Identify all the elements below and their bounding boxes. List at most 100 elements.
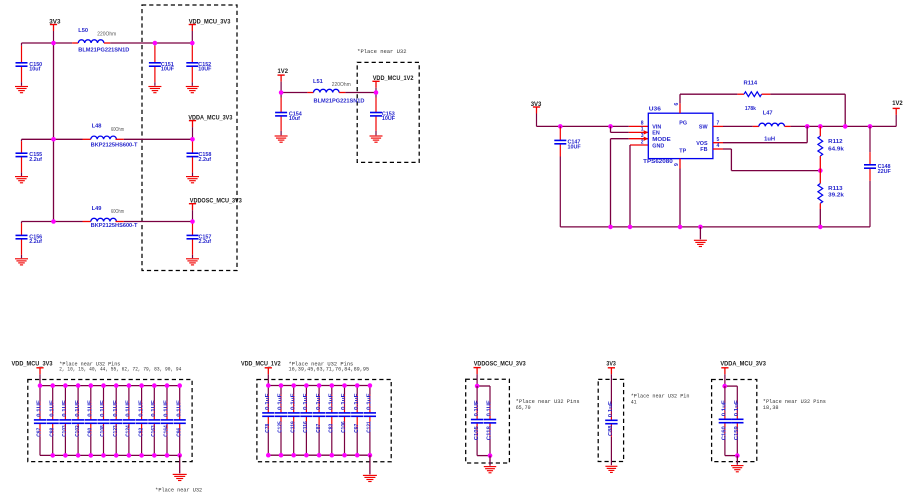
svg-text:FB: FB [700, 147, 707, 153]
svg-text:0.1uF: 0.1uF [721, 400, 727, 416]
svg-text:C87: C87 [316, 424, 322, 433]
svg-text:0.1UF: 0.1UF [164, 400, 170, 417]
svg-text:10UF: 10UF [161, 67, 175, 73]
svg-text:C157: C157 [199, 234, 212, 240]
svg-text:BKP2125HS600-T: BKP2125HS600-T [91, 223, 139, 229]
svg-text:3: 3 [641, 133, 644, 139]
svg-text:C83: C83 [329, 424, 335, 433]
svg-text:VDDA_MCU_3V3: VDDA_MCU_3V3 [188, 115, 233, 121]
svg-text:10UF: 10UF [382, 116, 396, 122]
svg-text:C119: C119 [290, 421, 296, 433]
svg-text:VDD_MCU_3V3: VDD_MCU_3V3 [12, 361, 54, 367]
svg-text:C148: C148 [878, 164, 891, 170]
svg-text:0.1uF: 0.1uF [316, 394, 322, 411]
svg-text:10uf: 10uf [289, 116, 300, 122]
svg-text:0.1uF: 0.1uF [341, 394, 347, 411]
svg-text:220Ohm: 220Ohm [332, 82, 351, 88]
svg-text:3V3: 3V3 [531, 102, 542, 108]
svg-text:*Place near U32 Pins: *Place near U32 Pins [59, 361, 120, 367]
svg-text:*Place near U32 Pins: *Place near U32 Pins [516, 399, 580, 405]
svg-text:3V3: 3V3 [606, 362, 616, 368]
svg-text:C121: C121 [367, 421, 373, 433]
svg-text:10UF: 10UF [568, 144, 582, 150]
svg-text:R114: R114 [744, 81, 758, 87]
svg-text:39.2k: 39.2k [828, 192, 844, 198]
svg-text:*Place near U32: *Place near U32 [155, 487, 202, 493]
svg-text:C106: C106 [341, 421, 347, 433]
svg-text:C90: C90 [88, 428, 94, 437]
svg-text:0.1UF: 0.1UF [176, 400, 182, 417]
svg-text:0.1UF: 0.1UF [113, 400, 119, 417]
svg-text:C164: C164 [164, 425, 170, 437]
svg-text:VIN: VIN [652, 124, 661, 130]
svg-text:5: 5 [717, 137, 720, 143]
svg-text:GND: GND [652, 143, 664, 149]
svg-text:0.1uF: 0.1uF [265, 394, 271, 411]
svg-text:1V2: 1V2 [278, 69, 289, 75]
svg-text:C97: C97 [37, 428, 43, 437]
svg-text:0.1uF: 0.1uF [354, 394, 360, 411]
svg-text:0.1uF: 0.1uF [608, 401, 614, 417]
svg-text:0.1uF: 0.1uF [303, 394, 309, 411]
svg-text:BLM21PG221SN1D: BLM21PG221SN1D [314, 99, 365, 105]
svg-text:C92: C92 [138, 428, 144, 437]
svg-text:16,39,45,63,71,76,84,89,95: 16,39,45,63,71,76,84,89,95 [289, 366, 370, 372]
svg-text:C108: C108 [100, 425, 106, 437]
svg-text:0.1UF: 0.1UF [474, 400, 480, 416]
svg-text:22UF: 22UF [878, 169, 892, 175]
svg-text:0.1uF: 0.1uF [278, 394, 284, 411]
svg-text:*Place near U32 Pins: *Place near U32 Pins [289, 361, 354, 367]
svg-text:R113: R113 [828, 186, 842, 192]
svg-text:C153: C153 [382, 112, 395, 118]
svg-text:2.2uf: 2.2uf [29, 157, 42, 163]
svg-text:C152: C152 [198, 62, 211, 68]
svg-text:VDD_MCU_3V3: VDD_MCU_3V3 [189, 20, 231, 26]
svg-text:L49: L49 [92, 206, 102, 212]
svg-text:10uf: 10uf [29, 67, 40, 73]
svg-text:2.2uf: 2.2uf [199, 239, 212, 245]
svg-text:7: 7 [717, 121, 720, 127]
svg-text:EN: EN [652, 131, 660, 137]
svg-text:0.1uF: 0.1uF [329, 394, 335, 411]
svg-text:2, 10, 15, 40, 44, 55, 62, 72,: 2, 10, 15, 40, 44, 55, 62, 72, 79, 83, 9… [59, 367, 181, 373]
svg-text:*Place near U32 Pins: *Place near U32 Pins [763, 399, 826, 405]
svg-text:C125: C125 [278, 421, 284, 433]
svg-text:PG: PG [679, 120, 687, 126]
svg-text:L48: L48 [92, 124, 102, 130]
svg-text:1V2: 1V2 [892, 101, 903, 107]
svg-text:0.1uF: 0.1uF [290, 394, 296, 411]
svg-text:C158: C158 [199, 152, 212, 158]
svg-text:4: 4 [717, 143, 720, 149]
svg-text:C103: C103 [62, 425, 68, 437]
svg-text:C118: C118 [487, 426, 493, 440]
svg-text:C96: C96 [176, 428, 182, 437]
svg-text:0.1UF: 0.1UF [100, 400, 106, 417]
svg-text:SW: SW [699, 124, 709, 130]
svg-text:C105: C105 [474, 426, 480, 440]
svg-text:0.1UF: 0.1UF [138, 400, 144, 417]
svg-text:3V3: 3V3 [49, 19, 61, 25]
svg-text:64.9k: 64.9k [828, 146, 844, 152]
svg-text:2: 2 [641, 139, 644, 145]
svg-text:*Place near U32: *Place near U32 [357, 49, 406, 55]
svg-text:10UF: 10UF [198, 67, 212, 73]
svg-text:0.1UF: 0.1UF [37, 400, 43, 417]
svg-text:R112: R112 [828, 139, 842, 145]
svg-text:2.2uf: 2.2uf [29, 239, 42, 245]
svg-text:0.1UF: 0.1UF [49, 400, 55, 417]
svg-text:MODE: MODE [652, 137, 671, 143]
svg-text:0.1uF: 0.1uF [367, 394, 373, 411]
svg-text:8: 8 [641, 120, 644, 126]
svg-text:TP: TP [679, 148, 686, 154]
svg-text:VDDA_MCU_3V3: VDDA_MCU_3V3 [720, 361, 766, 367]
svg-text:C160: C160 [721, 426, 727, 440]
svg-text:BLM21PG221SN1D: BLM21PG221SN1D [78, 48, 129, 54]
svg-text:C116: C116 [303, 421, 309, 433]
svg-text:C156: C156 [29, 234, 42, 240]
svg-text:L47: L47 [763, 110, 773, 116]
svg-text:C98: C98 [49, 428, 55, 437]
svg-text:220Ohm: 220Ohm [97, 32, 116, 38]
svg-text:*Place near U32 Pin: *Place near U32 Pin [631, 394, 690, 400]
svg-text:9: 9 [674, 163, 680, 166]
svg-text:C123: C123 [113, 425, 119, 437]
